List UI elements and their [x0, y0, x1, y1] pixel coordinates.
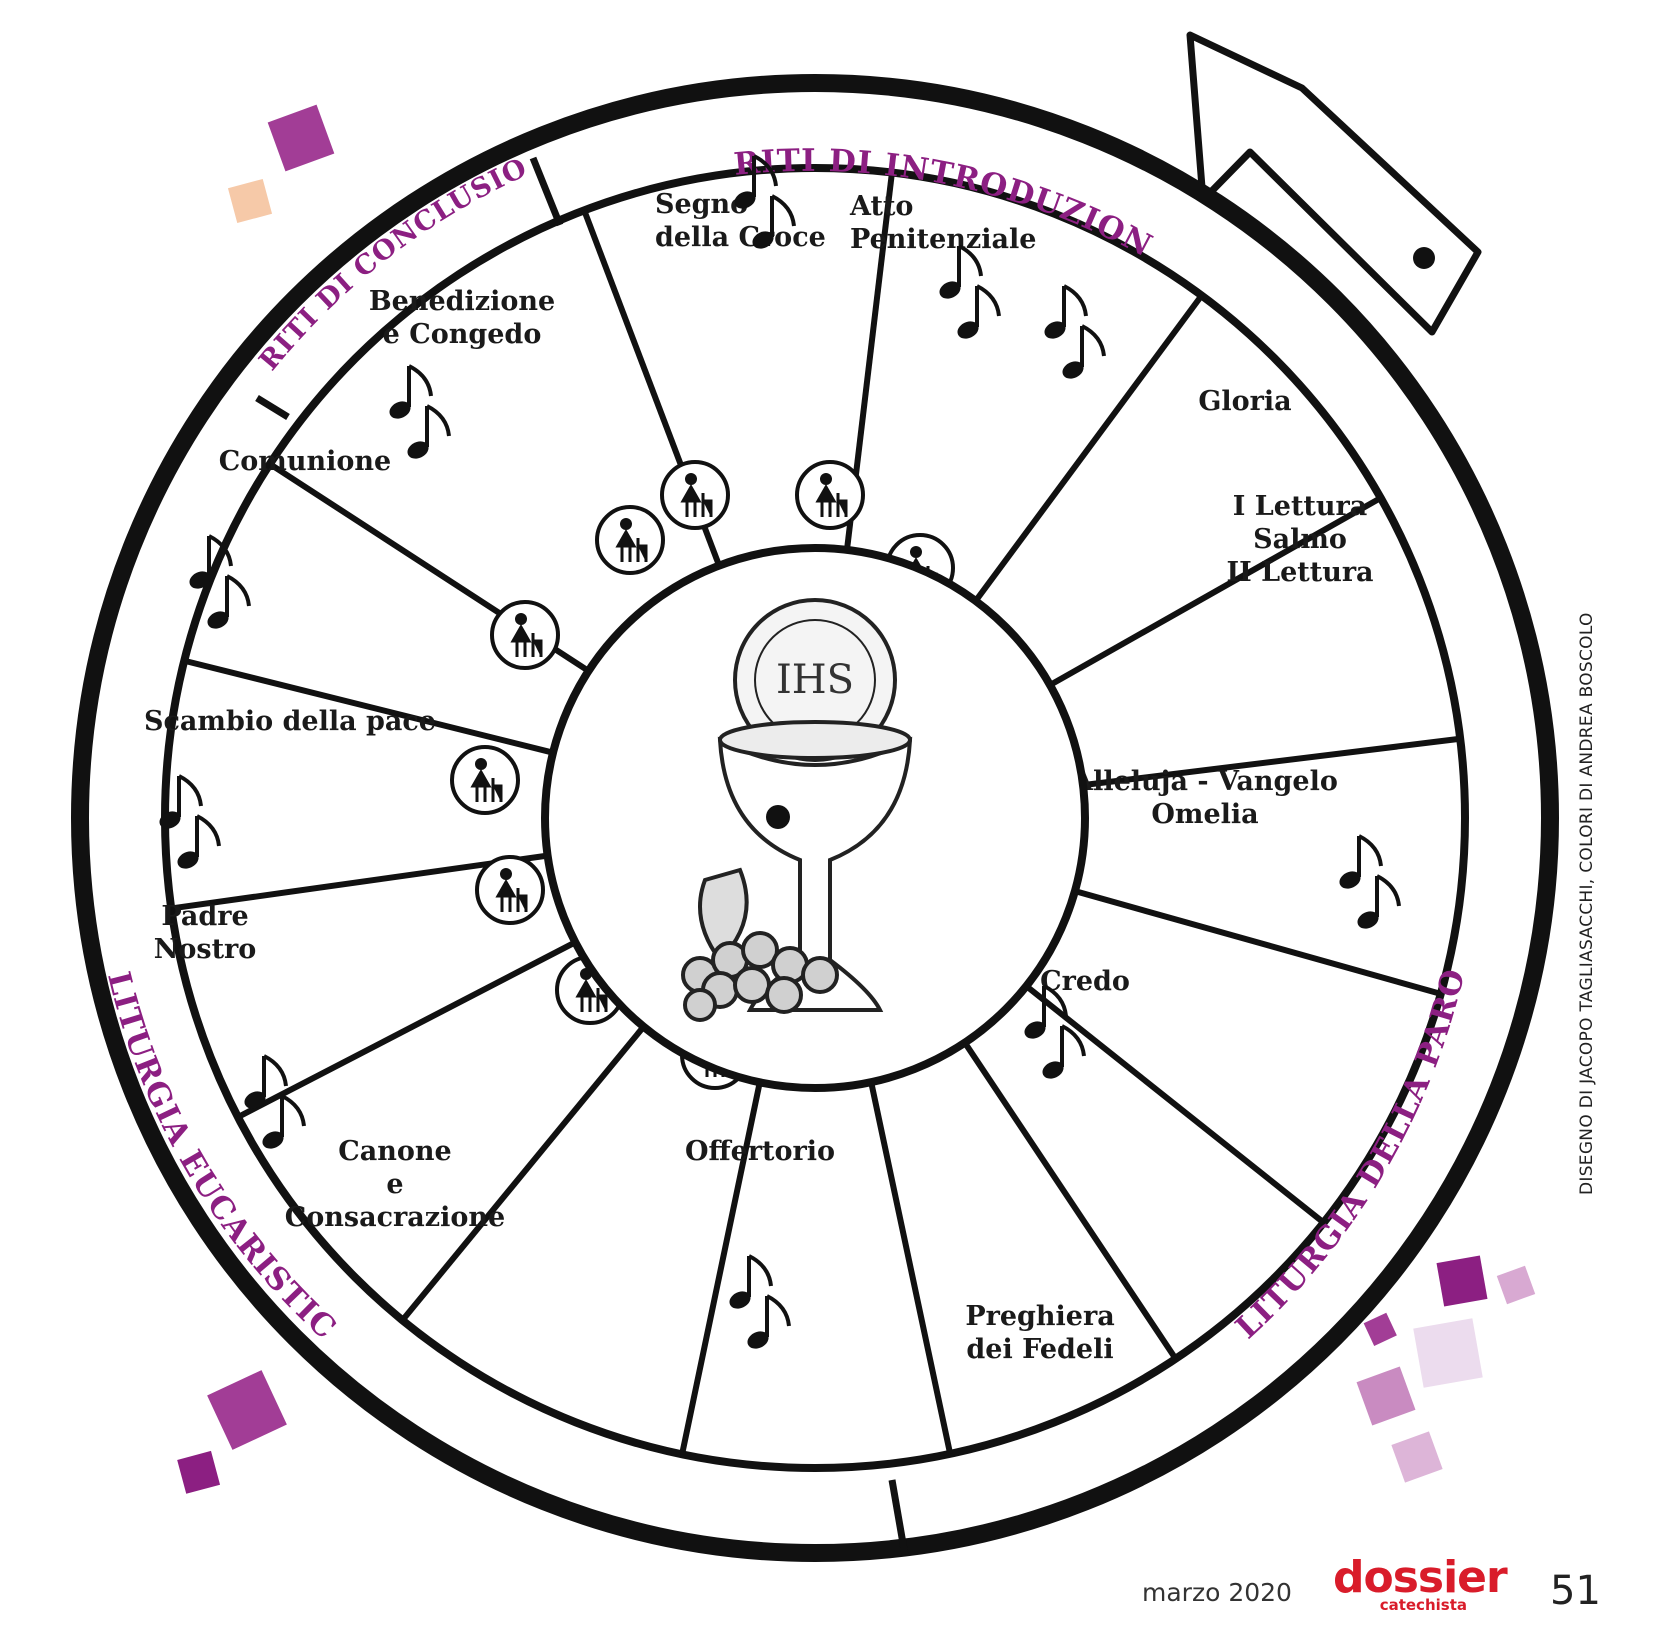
- segment-divider: [400, 1026, 645, 1323]
- segment-divider: [1026, 984, 1326, 1225]
- illustration-credit: DISEGNO DI JACOPO TAGLIASACCHI, COLORI D…: [1577, 612, 1597, 1195]
- ihs-monogram: IHS: [776, 657, 854, 703]
- segment-label: Comunione: [219, 446, 391, 477]
- sitting-person-icon: [595, 505, 665, 575]
- segment-divider: [1084, 735, 1461, 788]
- sitting-person-icon: [660, 460, 730, 530]
- chalice-host-icon: [681, 598, 913, 1022]
- segment-divider: [963, 1042, 1179, 1361]
- logo-main-text: dossier: [1333, 1552, 1508, 1603]
- arrow-pin-dot: [1413, 247, 1435, 269]
- center-pin-dot: [766, 805, 790, 829]
- segment-divider: [1050, 495, 1383, 687]
- segment-divider: [974, 293, 1205, 602]
- segment-divider: [868, 1083, 954, 1455]
- three-people-icon: [490, 600, 560, 670]
- segment-label: Offertorio: [685, 1136, 835, 1167]
- segment-divider: [183, 657, 552, 756]
- dossier-catechista-logo: dossier catechista: [1333, 1552, 1508, 1616]
- segment-divider: [170, 852, 547, 912]
- two-people-icon: [450, 745, 520, 815]
- sitting-person-icon: [795, 460, 865, 530]
- segment: Scambio della pace: [144, 706, 520, 874]
- page-number: 51: [1550, 1568, 1601, 1614]
- confetti-decoration: [177, 104, 1536, 1494]
- logo-sub-text: catechista: [1379, 1596, 1467, 1614]
- issue-date: marzo 2020: [1142, 1578, 1292, 1607]
- segment-divider: [236, 940, 575, 1120]
- segment-divider: [679, 1083, 763, 1455]
- segment-label: Gloria: [1198, 386, 1291, 417]
- segment: Comunione: [184, 446, 560, 670]
- section-dividers: [255, 156, 909, 1556]
- segment-divider: [1076, 888, 1442, 997]
- segment-label: Scambio della pace: [144, 706, 436, 737]
- praying-person-icon: [475, 855, 545, 925]
- center-disc: IHS: [541, 544, 1089, 1092]
